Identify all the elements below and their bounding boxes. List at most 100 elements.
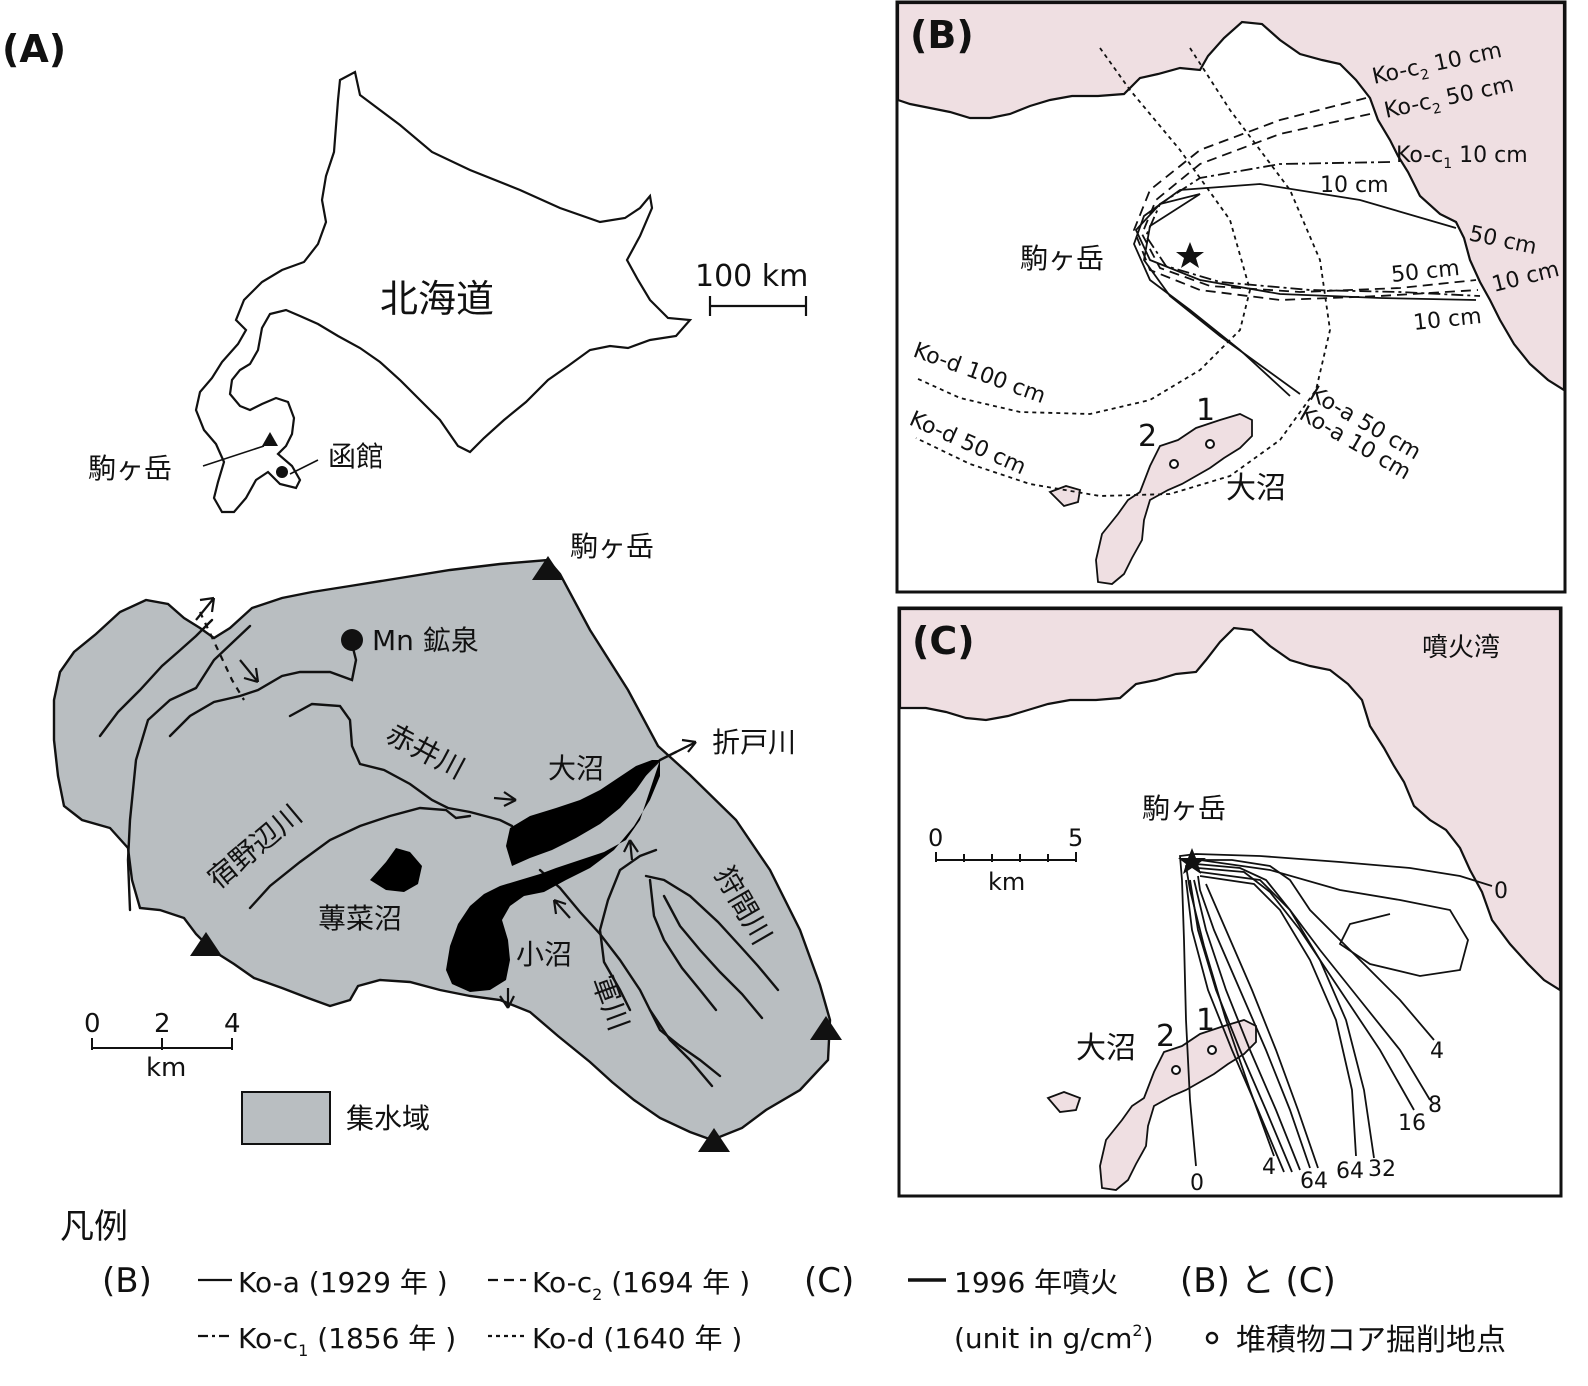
contour-label-0-east: 0 [1494, 879, 1508, 904]
legend-koa-label: Ko-a (1929 年 ) [238, 1266, 448, 1299]
contour-band-3 [1185, 879, 1285, 1173]
contour-label-16: 16 [1398, 1111, 1426, 1136]
panel-c-tag: (C) [912, 619, 975, 663]
legend-1996-label: 1996 年噴火 [954, 1266, 1118, 1299]
komagatake-peak-icon [532, 556, 564, 580]
koc1-10cm-isopach [1144, 161, 1481, 297]
panel-c-scale-tick-0: 0 [928, 824, 943, 852]
konuma-label: 小沼 [516, 938, 572, 971]
komagatake-label-a: 駒ヶ岳 [88, 452, 172, 485]
flow-arrows [195, 596, 697, 1009]
contour-label-4-south: 4 [1262, 1155, 1276, 1180]
panel-c-site1-label: 1 [1196, 1003, 1215, 1038]
panel-b-land [896, 1, 1566, 392]
catchment-area [52, 558, 832, 1142]
panel-b-site1-icon [1205, 439, 1215, 449]
panel-c-scale-tick-5: 5 [1068, 824, 1083, 852]
catchment-legend-label: 集水域 [346, 1102, 430, 1135]
scale-bar-100km [708, 296, 808, 316]
komagatake-marker-icon [262, 432, 278, 446]
panel-c-scale-bar [935, 852, 1077, 862]
contour-band-1 [1193, 879, 1301, 1171]
koc2-10cm-isopach [1133, 97, 1479, 301]
river-south-3 [648, 878, 718, 1012]
river-south-1 [538, 868, 714, 1088]
contour-label-64-east: 64 [1336, 1159, 1364, 1184]
karimagawa-river [644, 874, 780, 992]
panel-b-site1-label: 1 [1196, 393, 1215, 428]
vent-star-icon-c [1178, 848, 1206, 874]
contour-label-4-east: 4 [1430, 1039, 1444, 1064]
hakodate-leader [289, 459, 319, 475]
hokkaido-outline [194, 70, 693, 514]
label-koc1-10cm: Ko-c1 10 cm [1396, 143, 1528, 172]
panel-b-komagatake-label: 駒ヶ岳 [1020, 242, 1104, 275]
hakodate-marker-icon [276, 466, 288, 478]
contour-16 [1197, 867, 1415, 1111]
panel-a-hokkaido: (A) 北海道 100 km 駒ヶ岳 函館 [2, 27, 808, 514]
contour-64-east [1199, 875, 1357, 1157]
panel-b-onuma-label: 大沼 [1226, 471, 1286, 506]
contour-label-64-west: 64 [1300, 1169, 1328, 1194]
scale-bar-4km [91, 1038, 233, 1050]
komagatake-leader [202, 445, 265, 467]
contour-label-32: 32 [1368, 1157, 1396, 1182]
peak-southwest-icon [190, 932, 222, 956]
koa-isopach-outer [1133, 183, 1457, 397]
legend-unit-label: (unit in g/cm2) [954, 1321, 1154, 1355]
panel-c-onuma [1099, 1019, 1257, 1191]
river-west-2 [126, 624, 252, 912]
panel-c-site2-icon [1171, 1065, 1181, 1075]
contour-4-outer [1196, 859, 1435, 1041]
river-south-2 [598, 848, 658, 1012]
contour-8 [1195, 863, 1431, 1101]
legend-bc-tag: (B) と (C) [1180, 1261, 1336, 1301]
panel-c-site1-icon [1207, 1045, 1217, 1055]
peak-south-icon [698, 1128, 730, 1152]
panel-b-site2-label: 2 [1138, 419, 1157, 454]
contour-band-4 [1205, 883, 1319, 1169]
hokkaido-label: 北海道 [380, 277, 494, 321]
panel-c-land [898, 607, 1562, 992]
koc2-50cm-isopach [1141, 113, 1477, 293]
scale-tick-4: 4 [224, 1009, 241, 1039]
panel-b: (B) 1 2 大沼 駒ヶ岳 Ko-c2 10 cm Ko-c2 50 cm K… [895, 0, 1567, 594]
panel-a-basin: 駒ヶ岳 Mn 鉱泉 赤井川 大沼 折戸川 宿野辺川 蓴菜沼 小沼 軍川 狩間川 … [52, 530, 842, 1152]
spring-marker-icon [341, 629, 363, 651]
contour-0-outer [1179, 853, 1493, 1167]
legend-c-tag: (C) [804, 1261, 854, 1301]
junsainuma-lake [370, 848, 422, 892]
spring-label: Mn 鉱泉 [372, 624, 479, 657]
panel-c-site2-label: 2 [1156, 1019, 1175, 1054]
scale-100km-label: 100 km [695, 259, 808, 294]
contour-label-0-south: 0 [1190, 1171, 1204, 1196]
panel-b-site2-icon [1169, 459, 1179, 469]
shukunobegawa-river [248, 806, 472, 910]
panel-c-komagatake-label: 駒ヶ岳 [1142, 792, 1226, 825]
panel-c-small-lake [1046, 1091, 1082, 1113]
hakodate-label: 函館 [328, 440, 384, 473]
legend-title: 凡例 [60, 1207, 128, 1247]
contour-label-8: 8 [1428, 1093, 1442, 1118]
junsainuma-label: 蓴菜沼 [318, 902, 402, 935]
scale-tick-0: 0 [84, 1009, 101, 1039]
panel-c: (C) 噴火湾 駒ヶ岳 1 2 大沼 0 0 4 4 [897, 606, 1563, 1198]
legend-kod-label: Ko-d (1640 年 ) [532, 1322, 742, 1355]
koa-isopach-inner [1134, 193, 1477, 395]
legend-core-site-icon [1205, 1331, 1219, 1345]
panel-b-tag: (B) [910, 13, 974, 57]
panel-b-onuma [1095, 413, 1253, 585]
onuma-lake [446, 760, 660, 992]
oritogawa-label: 折戸川 [712, 726, 796, 759]
river-upper [168, 642, 358, 738]
catchment-legend-swatch [241, 1091, 331, 1145]
akaigawa-river [288, 702, 514, 828]
contour-4-inner [1184, 859, 1469, 1157]
contour-64-west [1197, 875, 1311, 1169]
label-10cm-a: 10 cm [1320, 173, 1389, 198]
isomass-contours-1996 [1179, 853, 1493, 1173]
panel-c-onuma-label: 大沼 [1076, 1031, 1136, 1066]
komagatake-label-basin: 駒ヶ岳 [570, 530, 654, 563]
legend: 凡例 (B) Ko-a (1929 年 ) Ko-c2 (1694 年 ) Ko… [60, 1207, 1506, 1360]
